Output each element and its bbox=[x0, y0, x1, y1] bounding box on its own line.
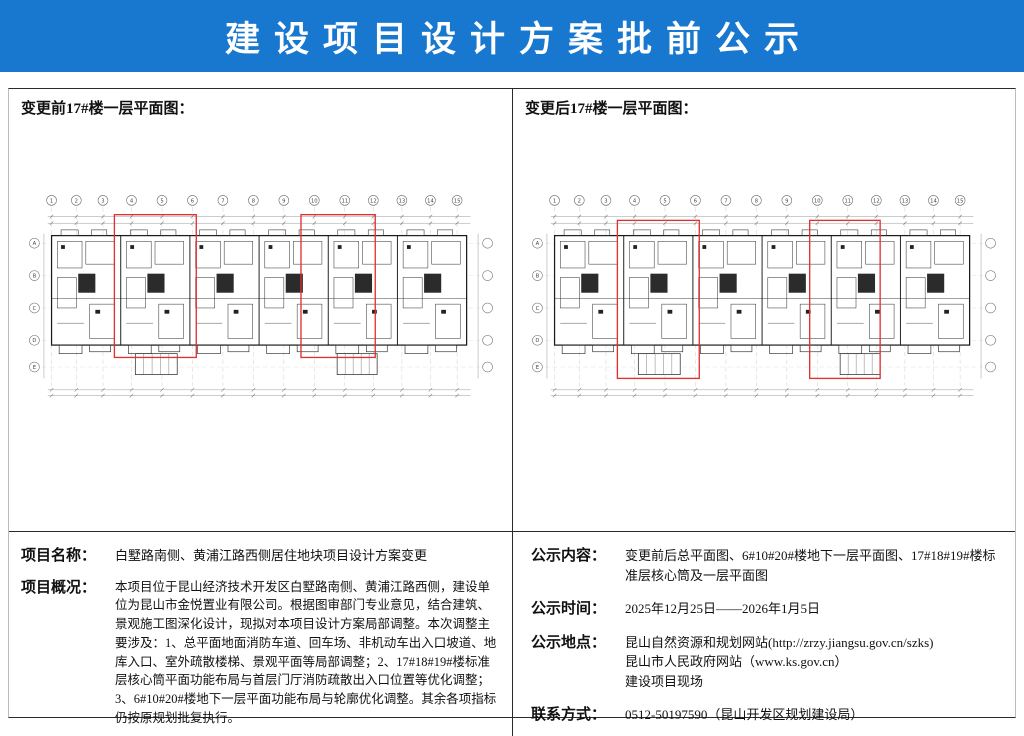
svg-text:2: 2 bbox=[74, 199, 77, 205]
svg-text:C: C bbox=[32, 306, 36, 312]
plan-after-title: 变更后17#楼一层平面图： bbox=[525, 101, 698, 117]
notice-time-value: 2025年12月25日——2026年1月5日 bbox=[625, 601, 821, 616]
notice-content-row: 公示内容： 变更前后总平面图、6#10#20#楼地下一层平面图、17#18#19… bbox=[531, 544, 1003, 585]
panel-notice-info: 公示内容： 变更前后总平面图、6#10#20#楼地下一层平面图、17#18#19… bbox=[512, 531, 1015, 736]
svg-text:14: 14 bbox=[930, 199, 937, 205]
svg-text:C: C bbox=[536, 306, 540, 312]
svg-text:12: 12 bbox=[370, 199, 377, 205]
svg-text:B: B bbox=[536, 273, 540, 279]
svg-text:6: 6 bbox=[694, 199, 697, 205]
svg-text:4: 4 bbox=[633, 199, 637, 205]
svg-text:D: D bbox=[535, 338, 539, 344]
svg-text:A: A bbox=[32, 241, 36, 247]
header-banner: 建设项目设计方案批前公示 bbox=[0, 0, 1024, 72]
plan-before-title: 变更前17#楼一层平面图： bbox=[21, 101, 194, 117]
svg-text:12: 12 bbox=[873, 199, 880, 205]
notice-place-row: 公示地点： 昆山自然资源和规划网站(http://zrzy.jiangsu.go… bbox=[531, 631, 1003, 692]
svg-text:D: D bbox=[32, 338, 36, 344]
project-name-row: 项目名称： 白墅路南侧、黄浦江路西侧居住地块项目设计方案变更 bbox=[21, 544, 500, 566]
project-name-value: 白墅路南侧、黄浦江路西侧居住地块项目设计方案变更 bbox=[115, 548, 428, 563]
notice-place-label: 公示地点： bbox=[531, 634, 607, 651]
notice-time-label: 公示时间： bbox=[531, 601, 607, 617]
svg-text:9: 9 bbox=[282, 199, 285, 205]
notice-content-value: 变更前后总平面图、6#10#20#楼地下一层平面图、17#18#19#楼标准层核… bbox=[625, 548, 996, 583]
notice-contact-row: 联系方式： 0512-50197590（昆山开发区规划建设局） bbox=[531, 703, 1003, 725]
notice-content-label: 公示内容： bbox=[531, 548, 607, 564]
svg-text:5: 5 bbox=[663, 199, 666, 205]
svg-text:3: 3 bbox=[604, 199, 607, 205]
svg-text:7: 7 bbox=[221, 199, 224, 205]
svg-text:E: E bbox=[32, 365, 35, 371]
svg-text:13: 13 bbox=[902, 199, 909, 205]
svg-text:9: 9 bbox=[785, 199, 788, 205]
svg-text:5: 5 bbox=[160, 199, 163, 205]
project-overview-value: 本项目位于昆山经济技术开发区白墅路南侧、黄浦江路西侧，建设单位为昆山市金悦置业有… bbox=[115, 579, 497, 725]
project-overview-row: 项目概况： 本项目位于昆山经济技术开发区白墅路南侧、黄浦江路西侧，建设单位为昆山… bbox=[21, 576, 500, 728]
svg-text:10: 10 bbox=[310, 199, 317, 205]
notice-time-row: 公示时间： 2025年12月25日——2026年1月5日 bbox=[531, 597, 1003, 619]
svg-text:7: 7 bbox=[724, 199, 727, 205]
svg-text:15: 15 bbox=[957, 199, 964, 205]
svg-text:1: 1 bbox=[49, 199, 52, 205]
svg-text:11: 11 bbox=[844, 199, 851, 205]
svg-text:A: A bbox=[536, 241, 540, 247]
notice-place-value: 昆山自然资源和规划网站(http://zrzy.jiangsu.gov.cn/s… bbox=[625, 634, 934, 689]
project-overview-label: 项目概况： bbox=[21, 579, 97, 596]
svg-text:13: 13 bbox=[398, 199, 405, 205]
svg-text:8: 8 bbox=[251, 199, 254, 205]
panel-project-info: 项目名称： 白墅路南侧、黄浦江路西侧居住地块项目设计方案变更 项目概况： 本项目… bbox=[9, 531, 512, 736]
project-name-label: 项目名称： bbox=[21, 548, 97, 564]
svg-text:14: 14 bbox=[427, 199, 434, 205]
svg-text:11: 11 bbox=[341, 199, 348, 205]
svg-text:B: B bbox=[32, 273, 36, 279]
notice-contact-label: 联系方式： bbox=[531, 707, 607, 723]
page-title: 建设项目设计方案批前公示 bbox=[224, 19, 813, 59]
svg-text:2: 2 bbox=[578, 199, 581, 205]
notice-contact-value: 0512-50197590（昆山开发区规划建设局） bbox=[625, 707, 864, 722]
svg-text:E: E bbox=[536, 365, 539, 371]
svg-text:4: 4 bbox=[129, 199, 133, 205]
svg-text:3: 3 bbox=[101, 199, 104, 205]
svg-text:6: 6 bbox=[190, 199, 193, 205]
svg-text:1: 1 bbox=[553, 199, 556, 205]
svg-text:8: 8 bbox=[755, 199, 758, 205]
svg-text:15: 15 bbox=[453, 199, 460, 205]
svg-text:10: 10 bbox=[814, 199, 821, 205]
